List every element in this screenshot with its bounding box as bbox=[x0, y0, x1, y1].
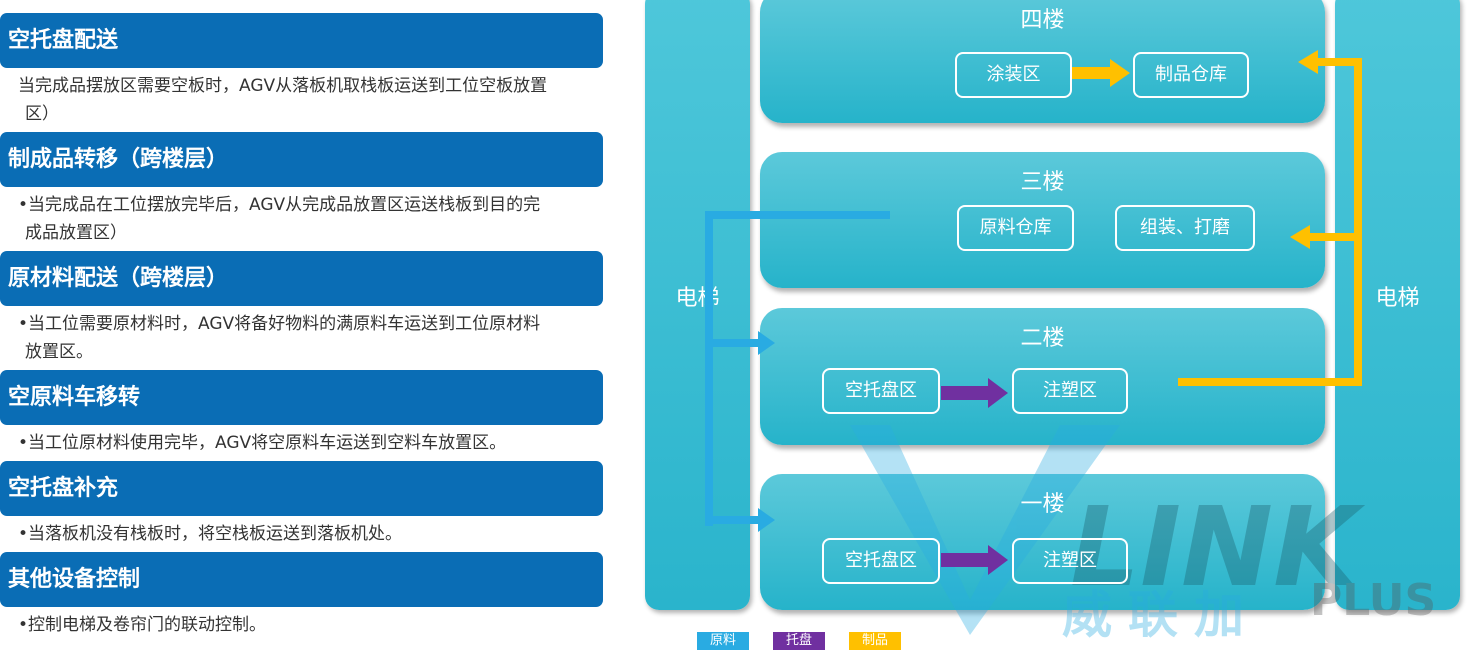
pallet-flow bbox=[941, 378, 1008, 575]
legend-finished-goods: 制品 bbox=[849, 632, 901, 650]
logo-text: LINK bbox=[1070, 483, 1366, 611]
area-box: 注塑区 bbox=[1012, 368, 1128, 414]
desc-line: •当落板机没有栈板时，将空栈板运送到落板机处。 bbox=[18, 524, 403, 544]
section-title: 制成品转移（跨楼层） bbox=[0, 132, 603, 187]
section-desc: •当完成品在工位摆放完毕后，AGV从完成品放置区运送栈板到目的完成品放置区） bbox=[18, 191, 598, 247]
floor-4: 四楼 涂装区 制品仓库 bbox=[760, 0, 1325, 123]
section-title: 原材料配送（跨楼层） bbox=[0, 251, 603, 306]
area-box: 原料仓库 bbox=[957, 205, 1074, 251]
raw-material-flow bbox=[705, 211, 890, 532]
section-title: 其他设备控制 bbox=[0, 552, 603, 607]
desc-line: 成品放置区） bbox=[25, 223, 127, 243]
legend-raw-material: 原料 bbox=[697, 632, 749, 650]
desc-line: •当完成品在工位摆放完毕后，AGV从完成品放置区运送栈板到目的完 bbox=[18, 195, 541, 215]
area-box: 注塑区 bbox=[1012, 538, 1128, 584]
area-box: 空托盘区 bbox=[822, 368, 940, 414]
desc-line: •当工位需要原材料时，AGV将备好物料的满原料车运送到工位原材料 bbox=[18, 314, 541, 334]
floor-1: 一楼 空托盘区 注塑区 bbox=[760, 474, 1325, 610]
area-box: 制品仓库 bbox=[1133, 52, 1249, 98]
floor-3: 三楼 原料仓库 组装、打磨 bbox=[760, 152, 1325, 288]
section-title: 空托盘配送 bbox=[0, 13, 603, 68]
section-title: 空原料车移转 bbox=[0, 370, 603, 425]
section-desc: •当落板机没有栈板时，将空栈板运送到落板机处。 bbox=[18, 520, 598, 548]
logo-sub: PLUS bbox=[1310, 575, 1436, 626]
logo-watermark: LINK PLUS 威联加 bbox=[850, 425, 1436, 644]
elevator-left: 电梯 bbox=[645, 0, 750, 610]
section-title: 空托盘补充 bbox=[0, 461, 603, 516]
desc-line: 区） bbox=[25, 104, 59, 124]
logo-cn: 威联加 bbox=[1062, 586, 1260, 644]
elevator-label: 电梯 bbox=[1375, 286, 1420, 311]
finished-goods-flow bbox=[1072, 50, 1362, 386]
desc-line: •控制电梯及卷帘门的联动控制。 bbox=[18, 615, 267, 635]
legend-pallet: 托盘 bbox=[773, 632, 825, 650]
floor-title: 二楼 bbox=[1020, 326, 1065, 351]
area-box: 涂装区 bbox=[955, 52, 1072, 98]
floor-title: 一楼 bbox=[1020, 492, 1065, 517]
floor-2: 二楼 空托盘区 注塑区 bbox=[760, 308, 1325, 445]
floor-title: 三楼 bbox=[1020, 170, 1065, 195]
desc-line: 放置区。 bbox=[25, 342, 93, 362]
section-desc: 当完成品摆放区需要空板时，AGV从落板机取栈板运送到工位空板放置区） bbox=[18, 72, 598, 128]
area-box: 组装、打磨 bbox=[1115, 205, 1255, 251]
section-desc: •当工位需要原材料时，AGV将备好物料的满原料车运送到工位原材料放置区。 bbox=[18, 310, 598, 366]
area-box: 空托盘区 bbox=[822, 538, 940, 584]
desc-line: 当完成品摆放区需要空板时，AGV从落板机取栈板运送到工位空板放置 bbox=[18, 76, 548, 96]
section-desc: •当工位原材料使用完毕，AGV将空原料车运送到空料车放置区。 bbox=[18, 429, 598, 457]
floor-title: 四楼 bbox=[1020, 8, 1065, 33]
desc-line: •当工位原材料使用完毕，AGV将空原料车运送到空料车放置区。 bbox=[18, 433, 507, 453]
section-desc: •控制电梯及卷帘门的联动控制。 bbox=[18, 611, 598, 639]
